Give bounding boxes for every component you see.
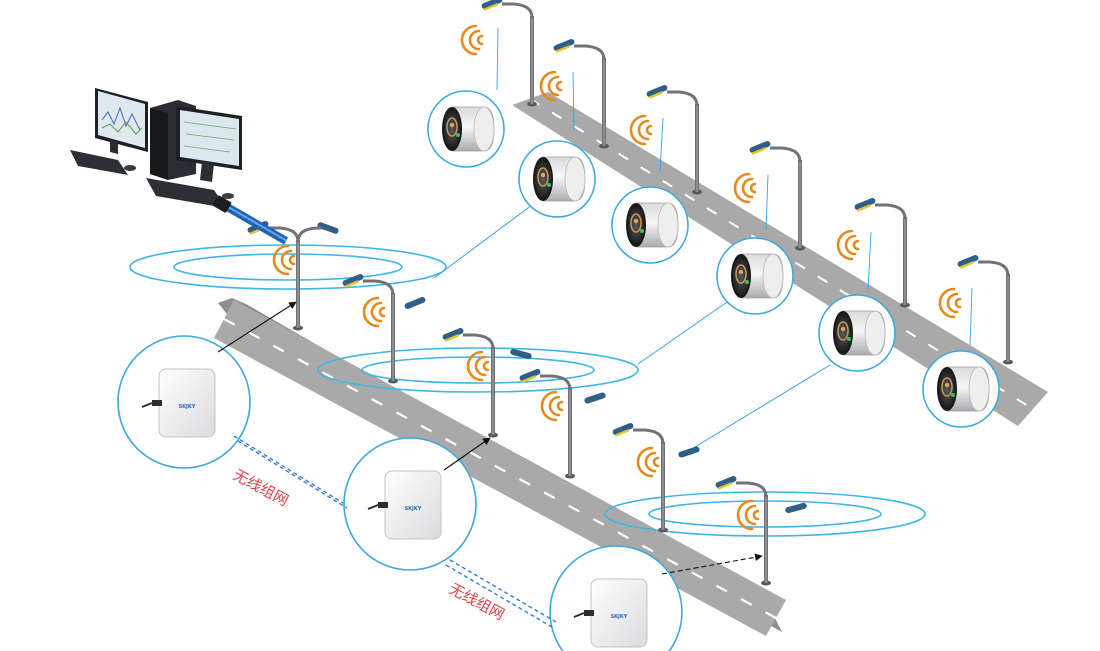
- wifi-signal-icon: [629, 114, 653, 146]
- lamp-controller-icon: [716, 237, 794, 315]
- antenna-lines: [496, 27, 973, 346]
- gateway-box-icon: SKJKY: [611, 614, 628, 620]
- controller-links: [433, 204, 831, 451]
- wifi-signal-icon: [362, 296, 386, 328]
- wifi-signal-icon: [460, 24, 484, 56]
- usb-dongle-icon: [212, 195, 289, 245]
- wifi-signal-icon: [938, 287, 962, 319]
- arrow: [661, 553, 763, 575]
- gateway: SKJKY: [343, 437, 477, 571]
- signal-ring: [317, 347, 639, 393]
- street-light-icon: [517, 366, 606, 480]
- street-light-icon: [713, 473, 807, 587]
- arrow: [443, 437, 491, 471]
- gateway-box-icon: SKJKY: [179, 404, 196, 410]
- wifi-signal-icon: [540, 390, 564, 422]
- street-light-icon: [440, 325, 532, 439]
- lamp-controller-icon: [818, 294, 896, 372]
- mesh-label: 无线组网: [230, 466, 291, 510]
- link-line: [637, 299, 731, 365]
- street-light-icon: [340, 271, 426, 385]
- wifi-signal-icon: [736, 499, 760, 531]
- lamp-controller-icon: [427, 90, 505, 168]
- lamp-controller-icon: [922, 350, 1000, 428]
- gateway-arrows: [217, 301, 763, 575]
- gateway: SKJKY: [549, 545, 683, 651]
- mesh-label: 无线组网: [446, 580, 507, 624]
- arrow: [217, 301, 297, 353]
- wifi-signal-icon: [636, 446, 660, 478]
- signal-ring: [361, 356, 595, 384]
- workstation-icon: [70, 88, 242, 208]
- signal-ring: [173, 253, 403, 281]
- mesh-link: [233, 435, 344, 504]
- svg-text:SKJKY: SKJKY: [611, 614, 628, 620]
- wifi-signal-icon: [836, 229, 860, 261]
- wifi-signal-icon: [272, 244, 296, 276]
- svg-text:SKJKY: SKJKY: [179, 404, 196, 410]
- link-line: [433, 204, 533, 279]
- gateway-box-icon: SKJKY: [405, 506, 422, 512]
- street-light-icon: [245, 218, 339, 332]
- street-light-icon: [610, 420, 700, 534]
- lower-street-lights: [245, 218, 807, 587]
- link-line: [689, 364, 831, 451]
- mesh-link: [237, 440, 348, 509]
- gateway: SKJKY: [117, 335, 251, 469]
- lamp-controller-icon: [518, 140, 596, 218]
- mesh-links: [233, 435, 557, 628]
- street-light-icon: [479, 0, 539, 108]
- svg-text:SKJKY: SKJKY: [405, 506, 422, 512]
- lamp-controller-icon: [611, 186, 689, 264]
- lamp-controllers: [427, 90, 1000, 428]
- wifi-signal-icon: [733, 172, 757, 204]
